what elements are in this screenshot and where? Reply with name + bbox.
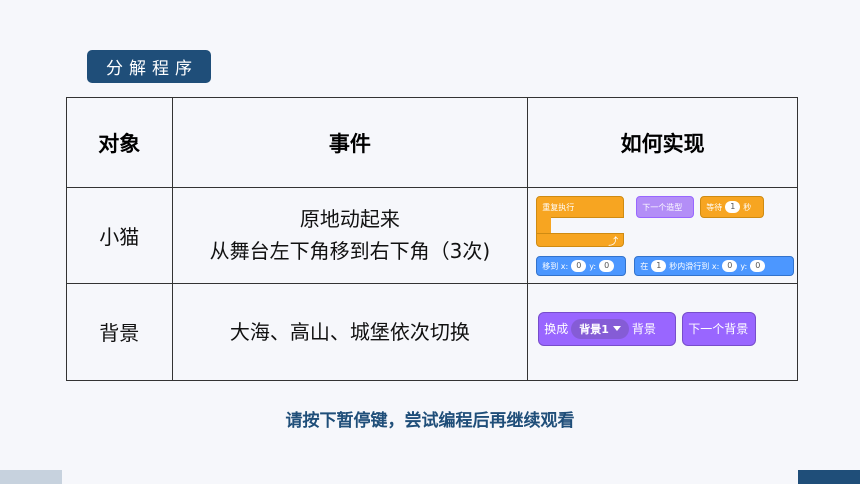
header-event: 事件: [171, 96, 529, 189]
goto-xy-block[interactable]: 移到 x: 0 y: 0: [536, 256, 627, 277]
glide-mid: 秒内滑行到 x:: [669, 261, 720, 271]
next-backdrop-block[interactable]: 下一个背景: [682, 311, 757, 346]
footer-bar-left: [0, 470, 62, 484]
table-header-row: 对象 事件 如何实现: [66, 96, 798, 189]
caret-down-icon: [612, 326, 621, 332]
cell-object-backdrop: 背景: [66, 282, 173, 382]
cell-object-cat: 小猫: [66, 187, 173, 284]
next-costume-block[interactable]: 下一个造型: [636, 196, 695, 219]
backdrop-dropdown-value: 背景1: [579, 322, 609, 336]
goto-x-input[interactable]: 0: [571, 260, 587, 273]
glide-secs-input[interactable]: 1: [651, 260, 667, 273]
glide-prefix: 在: [640, 261, 649, 271]
event-line: 大海、高山、城堡依次切换: [229, 319, 470, 344]
cell-event-backdrop: 大海、高山、城堡依次切换: [171, 282, 529, 382]
loop-arrow-icon: ⤴: [608, 236, 619, 248]
event-line: 从舞台左下角移到右下角（3次): [209, 239, 491, 264]
table-row: 小猫 原地动起来 从舞台左下角移到右下角（3次) 重复执行 ⤴ 下一个造型 等待…: [66, 187, 798, 284]
event-line: 原地动起来: [299, 207, 400, 232]
next-costume-label: 下一个造型: [642, 202, 683, 212]
glide-block[interactable]: 在 1 秒内滑行到 x: 0 y: 0: [634, 256, 795, 277]
forever-arm: [536, 217, 552, 234]
backdrop-dropdown[interactable]: 背景1: [571, 318, 629, 339]
goto-y-label: y:: [589, 261, 597, 271]
goto-y-input[interactable]: 0: [599, 260, 615, 273]
switch-suffix: 背景: [631, 322, 656, 337]
wait-suffix: 秒: [743, 202, 752, 212]
cell-event-cat: 原地动起来 从舞台左下角移到右下角（3次): [171, 187, 529, 284]
switch-backdrop-block[interactable]: 换成 背景1 背景: [538, 311, 677, 346]
cell-how-backdrop: 换成 背景1 背景 下一个背景: [527, 282, 798, 382]
switch-prefix: 换成: [544, 322, 569, 337]
wait-block[interactable]: 等待 1 秒: [700, 196, 765, 219]
glide-x-input[interactable]: 0: [722, 260, 738, 273]
glide-y-input[interactable]: 0: [750, 260, 766, 273]
decomposition-table: 对象 事件 如何实现 小猫 原地动起来 从舞台左下角移到右下角（3次) 重复执行…: [66, 96, 798, 382]
pause-tip: 请按下暂停键，尝试编程后再继续观看: [285, 411, 575, 431]
goto-prefix: 移到 x:: [542, 261, 569, 271]
header-object: 对象: [66, 96, 173, 189]
next-backdrop-label: 下一个背景: [688, 322, 749, 337]
forever-block[interactable]: 重复执行: [536, 196, 625, 219]
wait-prefix: 等待: [706, 202, 723, 212]
footer-bar-right: [798, 470, 860, 484]
section-tag: 分解程序: [87, 50, 211, 83]
glide-y-label: y:: [740, 261, 748, 271]
wait-value-input[interactable]: 1: [725, 201, 741, 214]
header-how: 如何实现: [527, 96, 798, 189]
forever-block-bottom: ⤴: [536, 233, 625, 248]
table-row: 背景 大海、高山、城堡依次切换 换成 背景1 背景 下一个背景: [66, 282, 798, 382]
forever-label: 重复执行: [542, 202, 575, 212]
cell-how-cat: 重复执行 ⤴ 下一个造型 等待 1 秒 移到 x: 0 y: 0 在: [527, 187, 798, 284]
